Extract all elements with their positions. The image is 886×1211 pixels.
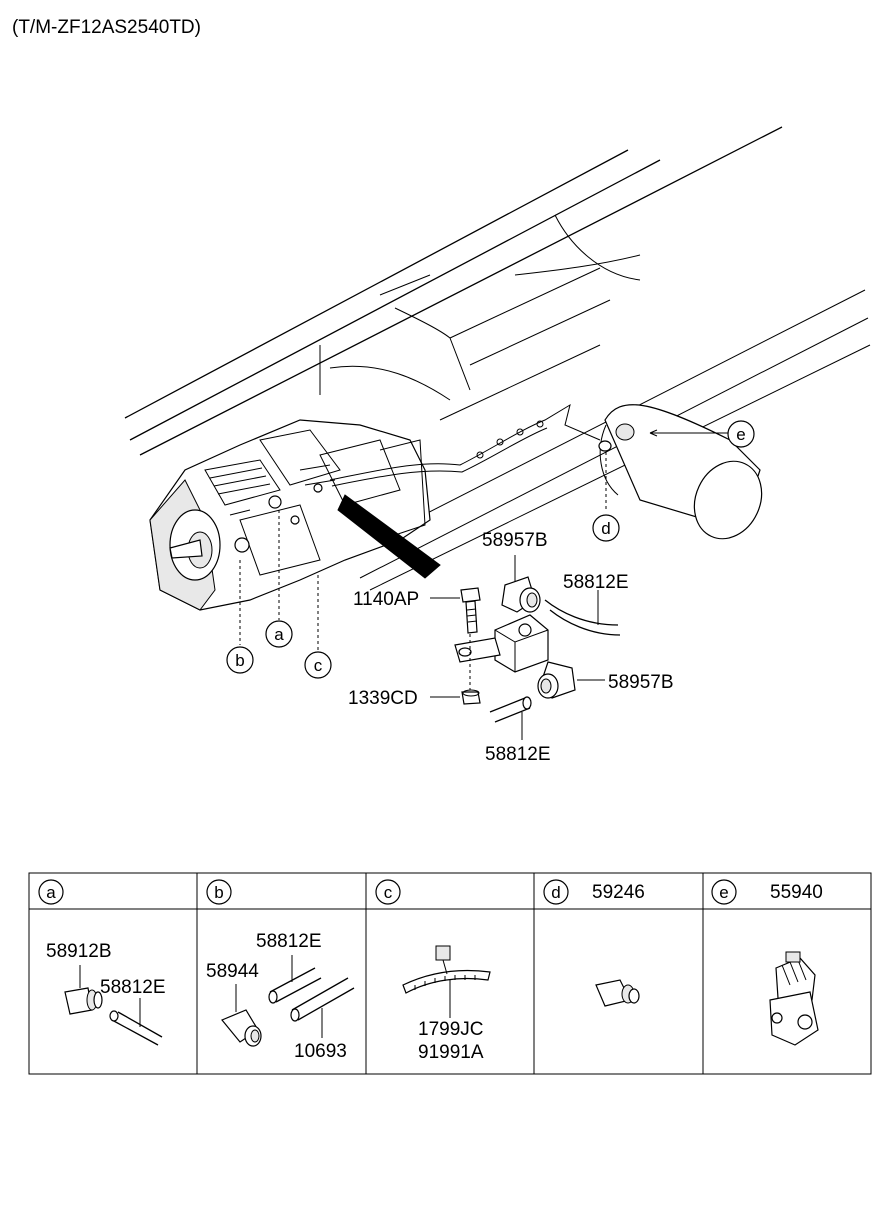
table-header-b: b — [206, 879, 232, 905]
label-58812e-bottom: 58812E — [485, 744, 551, 765]
callout-a-letter: a — [274, 625, 284, 644]
valve-block-icon — [454, 614, 549, 673]
table-header-e: e 55940 — [711, 879, 823, 905]
svg-text:a: a — [46, 883, 56, 902]
svg-text:e: e — [719, 883, 728, 902]
label-1140ap: 1140AP — [353, 589, 419, 610]
callout-b-letter: b — [235, 651, 244, 670]
nut-1339cd-icon — [461, 689, 481, 705]
cable-tie-icon — [402, 945, 491, 994]
cell-c-part-1799jc: 1799JC — [418, 1019, 484, 1040]
table-header-e-part: 55940 — [770, 882, 823, 903]
connector-58912b-icon — [64, 987, 103, 1015]
callout-e: e — [727, 420, 755, 448]
valve-55940-icon — [769, 951, 819, 1046]
label-58957b-right: 58957B — [608, 672, 674, 693]
hose-top-icon — [544, 599, 621, 636]
table-header-c: c — [375, 879, 401, 905]
label-1339cd: 1339CD — [348, 688, 418, 709]
tube-58812e-a-icon — [109, 1010, 163, 1046]
cell-b-part-58812e: 58812E — [256, 931, 322, 952]
callout-b: b — [226, 646, 254, 674]
callout-c: c — [304, 651, 332, 679]
detail-table: a b c d 59246 e 55940 58912B 58812E — [28, 872, 872, 1075]
callout-d: d — [592, 514, 620, 542]
elbow-fitting-top-icon — [501, 576, 541, 613]
table-header-d: d 59246 — [543, 879, 645, 905]
callout-e-letter: e — [736, 425, 745, 444]
hose-bottom-icon — [489, 696, 532, 723]
vehicle-frame — [124, 126, 871, 591]
diagram-title: (T/M-ZF12AS2540TD) — [12, 17, 201, 38]
connector-59246-icon — [595, 979, 640, 1007]
elbow-fitting-right-icon — [537, 661, 576, 699]
callout-d-letter: d — [601, 519, 610, 538]
svg-text:d: d — [551, 883, 560, 902]
cell-b-part-10693: 10693 — [294, 1041, 347, 1062]
tube-10693-icon — [290, 977, 355, 1022]
label-58812e-top: 58812E — [563, 572, 629, 593]
cell-a-part-58912b: 58912B — [46, 941, 112, 962]
callout-leaders — [239, 429, 728, 650]
cell-c-part-91991a: 91991A — [418, 1042, 484, 1063]
table-header-a: a — [38, 879, 64, 905]
label-58957b-top: 58957B — [482, 530, 548, 551]
callout-a: a — [265, 620, 293, 648]
cell-a-part-58812e: 58812E — [100, 977, 166, 998]
svg-text:b: b — [214, 883, 223, 902]
bolt-1140ap-icon — [460, 587, 481, 634]
callout-c-letter: c — [314, 656, 323, 675]
cell-b-part-58944: 58944 — [206, 961, 259, 982]
elbow-58944-icon — [221, 1009, 262, 1047]
table-header-d-part: 59246 — [592, 882, 645, 903]
transmission-assembly — [149, 403, 601, 611]
svg-text:c: c — [384, 883, 393, 902]
exploded-parts — [430, 555, 621, 740]
